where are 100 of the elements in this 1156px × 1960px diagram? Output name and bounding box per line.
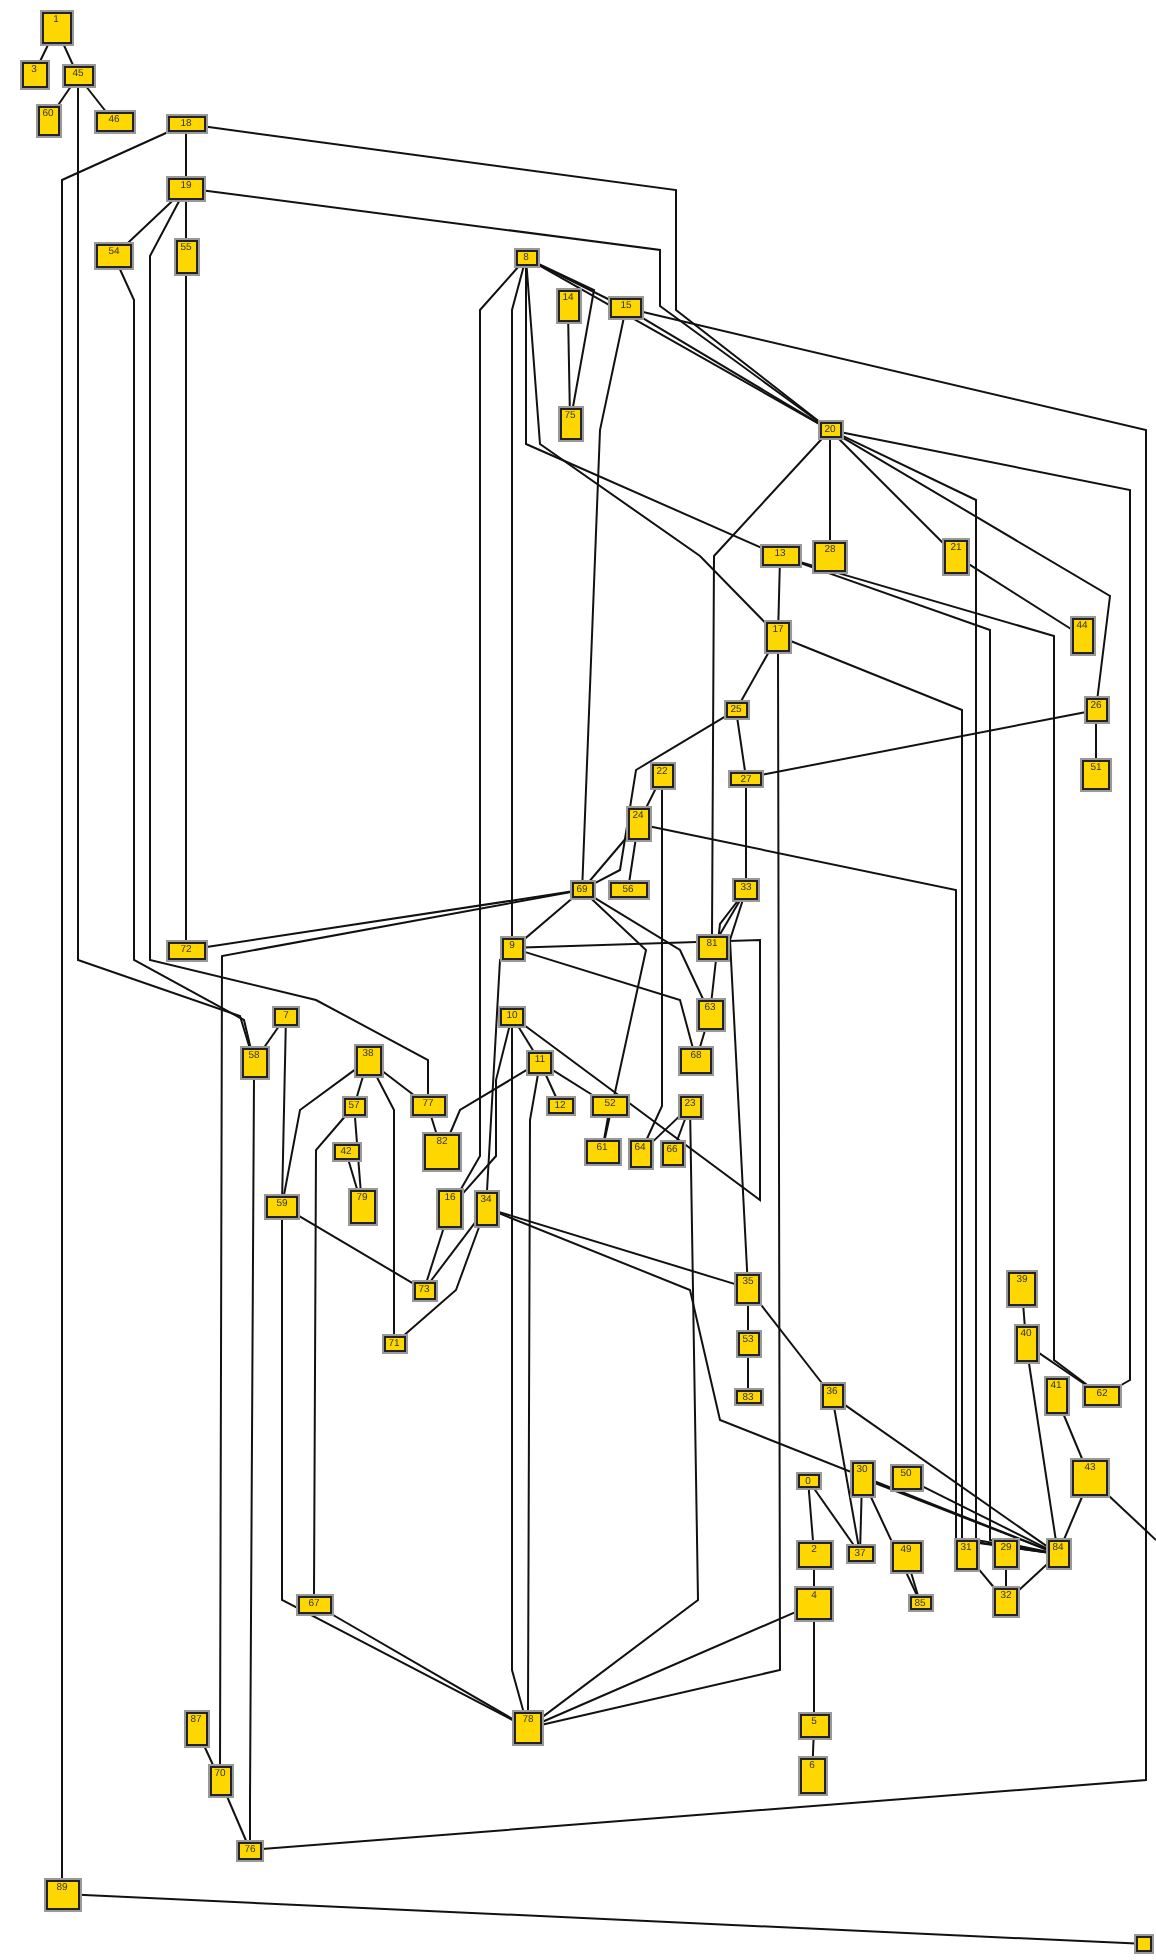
connector-line (118, 267, 252, 1048)
connector-line (840, 431, 1131, 1387)
connector-line (967, 562, 1072, 630)
connector-line (641, 316, 820, 425)
connector-line (807, 1486, 814, 1542)
connector-line (328, 1612, 515, 1721)
connector-line (283, 1068, 356, 1196)
connector-line (1036, 1350, 1089, 1387)
connector-line (202, 1744, 214, 1766)
connector-line (185, 198, 187, 240)
connector-line (204, 890, 572, 949)
connector-line (347, 1159, 358, 1190)
connector-line (581, 317, 625, 883)
connector-line (736, 717, 746, 772)
connector-line (511, 1024, 525, 1713)
connector-line (811, 1737, 815, 1759)
connector-line (829, 437, 831, 542)
connector-line (1017, 1563, 1048, 1592)
connector-line (628, 839, 637, 883)
connector-line (567, 321, 571, 409)
connector-line (1062, 1495, 1084, 1541)
connector-line (869, 1494, 918, 1596)
connector-line (551, 1068, 595, 1097)
connector-line (1005, 1567, 1007, 1589)
connector-line (777, 565, 781, 622)
connector-line (511, 265, 525, 938)
empty-node (1136, 1936, 1152, 1952)
connector-line (425, 1226, 445, 1282)
connector-line (62, 43, 75, 67)
connector-line (1095, 721, 1097, 760)
connector-line (527, 1072, 540, 1713)
connector-line (813, 1619, 815, 1715)
connector-line (747, 1355, 749, 1390)
connector-line (281, 1216, 515, 1722)
connector-line (516, 1024, 535, 1052)
connector-line (761, 711, 1086, 776)
connector-line (729, 899, 749, 1274)
connector-line (536, 263, 820, 425)
connector-line (380, 1069, 416, 1097)
connector-line (837, 437, 945, 545)
connector-line (203, 189, 820, 423)
connector-line (219, 891, 572, 1766)
connector-line (57, 85, 73, 106)
connector-line (1022, 1304, 1026, 1327)
connector-line (747, 1302, 749, 1333)
connector-line (812, 1486, 856, 1547)
connector-line (833, 1407, 860, 1547)
connector-line (909, 1570, 919, 1596)
connector-line (541, 650, 781, 1726)
connector-line (522, 938, 761, 1202)
connector-line (648, 825, 1048, 1554)
connector-line (225, 1794, 248, 1842)
connector-line (592, 715, 726, 886)
connector-line (297, 1214, 414, 1285)
connector-line (1027, 1361, 1057, 1541)
connector-line (645, 787, 657, 809)
connector-line (645, 787, 663, 1141)
connector-line (496, 1210, 737, 1286)
connector-line (920, 1484, 1048, 1550)
connector-line (84, 85, 108, 113)
connector-line (313, 1114, 348, 1596)
connector-line (429, 1221, 476, 1282)
connector-line (149, 198, 429, 1097)
connector-line (522, 950, 694, 1048)
connector-line (374, 1074, 395, 1337)
connector-line (125, 198, 176, 245)
connector-line (872, 1481, 1048, 1551)
connector-line (603, 1115, 610, 1141)
connector-line (813, 1566, 815, 1589)
connector-line (711, 437, 824, 937)
connector-line (589, 897, 648, 1141)
connector-line (430, 1115, 438, 1135)
connector-line (592, 895, 704, 1000)
connector-line (525, 265, 762, 549)
connector-line (699, 1028, 707, 1048)
connector-line (650, 1115, 680, 1145)
connector-line (1107, 1494, 1156, 1541)
connector-line (798, 560, 1090, 1387)
connector-line (486, 897, 574, 1192)
connector-line (461, 1024, 511, 1196)
connector-line (402, 1224, 481, 1337)
connector-line (281, 1024, 287, 1196)
connector-line (185, 272, 187, 942)
connector-line (78, 1893, 1137, 1945)
connector-line (77, 85, 251, 1048)
connector-line (710, 899, 740, 1000)
connector-line (525, 265, 767, 625)
connector-line (61, 131, 170, 1880)
connector-line (541, 1116, 699, 1719)
connector-line (587, 836, 628, 883)
connector-line (745, 784, 747, 881)
connector-line (261, 310, 1147, 1850)
connector-line (675, 1116, 687, 1143)
connector-line (353, 1114, 362, 1190)
connector-line (204, 125, 821, 423)
connector-line (718, 899, 742, 937)
connector-line (840, 435, 1112, 699)
connector-line (976, 1566, 996, 1589)
connector-line (185, 131, 187, 178)
connector-line (536, 262, 596, 409)
